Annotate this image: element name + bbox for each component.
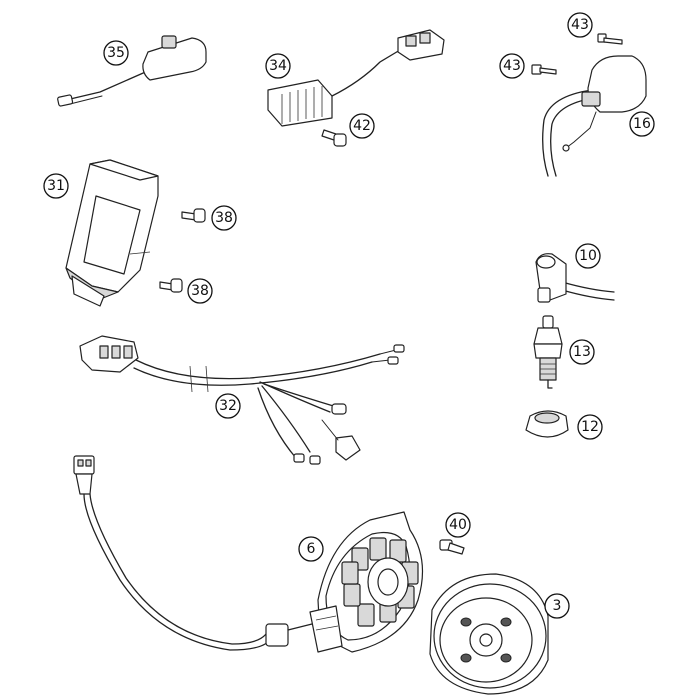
part-38-screw-lower [159,278,183,293]
svg-text:38: 38 [215,210,233,226]
callout-31: 31 [43,173,69,199]
part-10-spark-plug-cap [535,253,615,303]
svg-text:42: 42 [353,118,371,134]
svg-text:13: 13 [573,344,591,360]
svg-text:12: 12 [581,419,599,435]
callout-34: 34 [265,53,291,79]
callout-43-left: 43 [499,53,525,79]
part-38-screw-upper [181,208,206,223]
svg-text:35: 35 [107,45,125,61]
svg-text:43: 43 [503,58,521,74]
svg-text:16: 16 [633,116,651,132]
part-12-grommet [525,410,569,438]
callout-43-top: 43 [567,12,593,38]
svg-text:32: 32 [219,398,237,414]
part-16-ignition-coil [542,55,647,177]
svg-text:3: 3 [553,598,562,614]
callout-13: 13 [569,339,595,365]
part-34-voltage-regulator [267,29,445,127]
callout-3: 3 [544,593,570,619]
callout-12: 12 [577,414,603,440]
part-35-connector-cable [57,35,207,107]
part-42-bolt [321,129,347,147]
svg-text:31: 31 [47,178,65,194]
svg-text:10: 10 [579,248,597,264]
svg-text:6: 6 [307,541,316,557]
part-31-cdi-unit [65,159,159,307]
part-32-wiring-harness [79,335,405,465]
callout-16: 16 [629,111,655,137]
svg-text:38: 38 [191,283,209,299]
part-43-screw-upper [597,33,623,45]
part-43-screw-lower [531,64,557,75]
callout-10: 10 [575,243,601,269]
svg-text:40: 40 [449,517,467,533]
callout-32: 32 [215,393,241,419]
callout-42: 42 [349,113,375,139]
part-40-bolt [439,539,465,555]
svg-text:43: 43 [571,17,589,33]
callout-35: 35 [103,40,129,66]
part-3-flywheel [429,573,549,695]
part-13-spark-plug [533,315,563,389]
callout-38-lower: 38 [187,278,213,304]
part-6-stator [309,511,424,653]
callout-40: 40 [445,512,471,538]
callout-6: 6 [298,536,324,562]
callout-38-upper: 38 [211,205,237,231]
svg-text:34: 34 [269,58,287,74]
stator-output-cable [73,455,313,651]
